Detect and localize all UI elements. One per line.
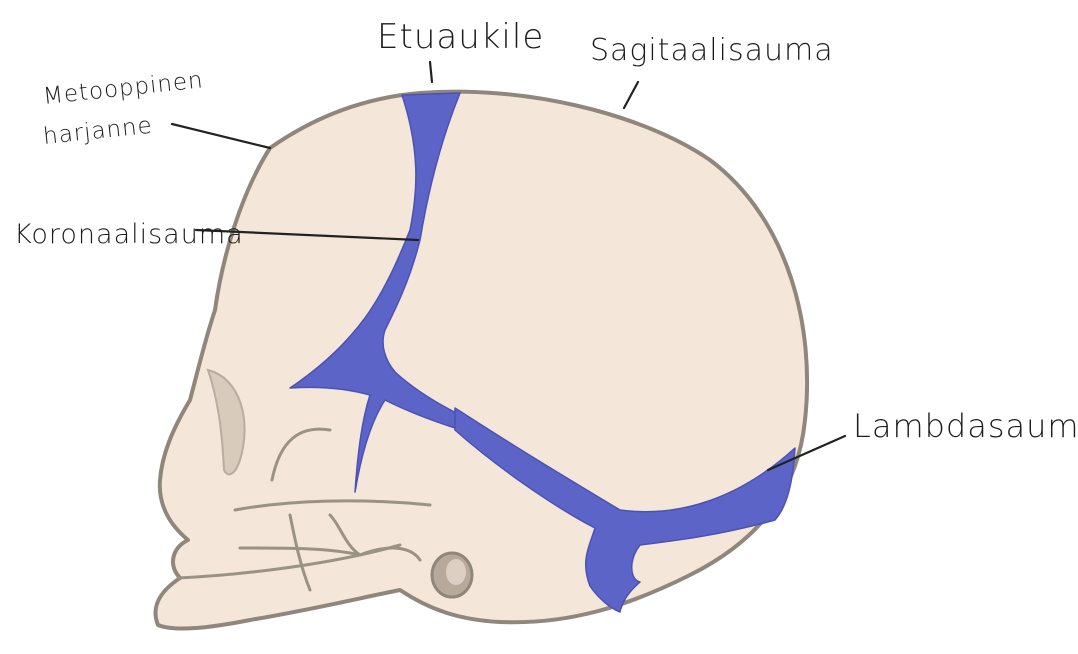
label-etuaukile: Etuaukile <box>377 17 544 57</box>
ear-opening-inner <box>446 559 466 585</box>
leader-metooppinen <box>172 124 270 148</box>
label-lambdasauma: Lambdasauma <box>853 407 1078 445</box>
label-harjanne: harjanne <box>42 113 154 150</box>
leader-etuaukile <box>430 62 432 82</box>
label-sagitaalisauma: Sagitaalisauma <box>590 33 834 68</box>
label-metooppinen: Metooppinen <box>42 67 205 110</box>
label-koronaalisauma: Koronaalisauma <box>14 219 244 250</box>
leader-sagitaalisauma <box>624 82 638 108</box>
